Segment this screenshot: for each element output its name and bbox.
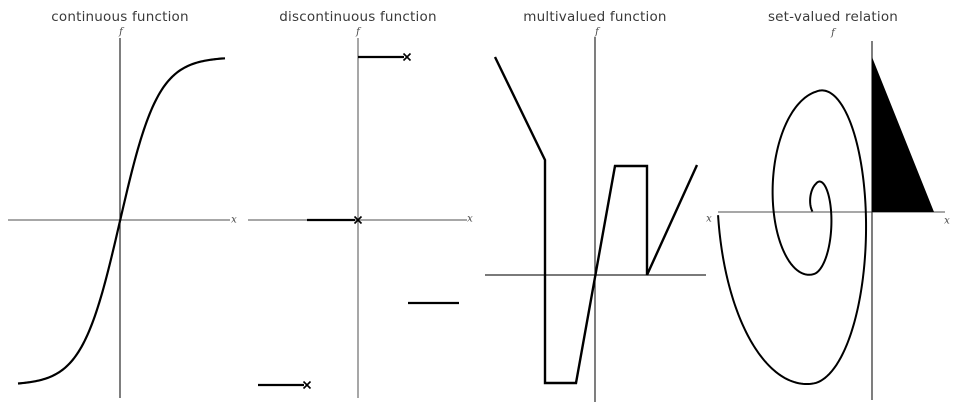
panel2-x-marker <box>353 215 363 225</box>
x-axis-label-panel1: x <box>231 214 237 226</box>
y-axis-label-panel2: f <box>356 26 360 38</box>
panel-title-discontinuous-function: discontinuous function <box>279 9 437 25</box>
x-axis-label-panel3: x <box>706 213 712 225</box>
panel-title-multivalued-function: multivalued function <box>523 9 667 25</box>
panel-title-set-valued-relation: set-valued relation <box>767 9 899 25</box>
panel2-x-marker <box>302 380 312 390</box>
y-axis-label-panel4: f <box>831 27 835 39</box>
y-axis-label-panel3: f <box>595 26 599 38</box>
panel-title-continuous-function: continuous function <box>51 9 189 25</box>
panel4-spiral-curve <box>717 89 868 386</box>
panel1-sigmoid-curve <box>17 57 226 385</box>
panel3-zigzag-curve <box>493 56 699 385</box>
y-axis-label-panel1: f <box>119 26 123 38</box>
x-axis-label-panel4: x <box>944 215 950 227</box>
panel2-x-marker <box>402 52 412 62</box>
x-axis-label-panel2: x <box>467 213 473 225</box>
panel4-filled-triangle <box>872 57 934 212</box>
